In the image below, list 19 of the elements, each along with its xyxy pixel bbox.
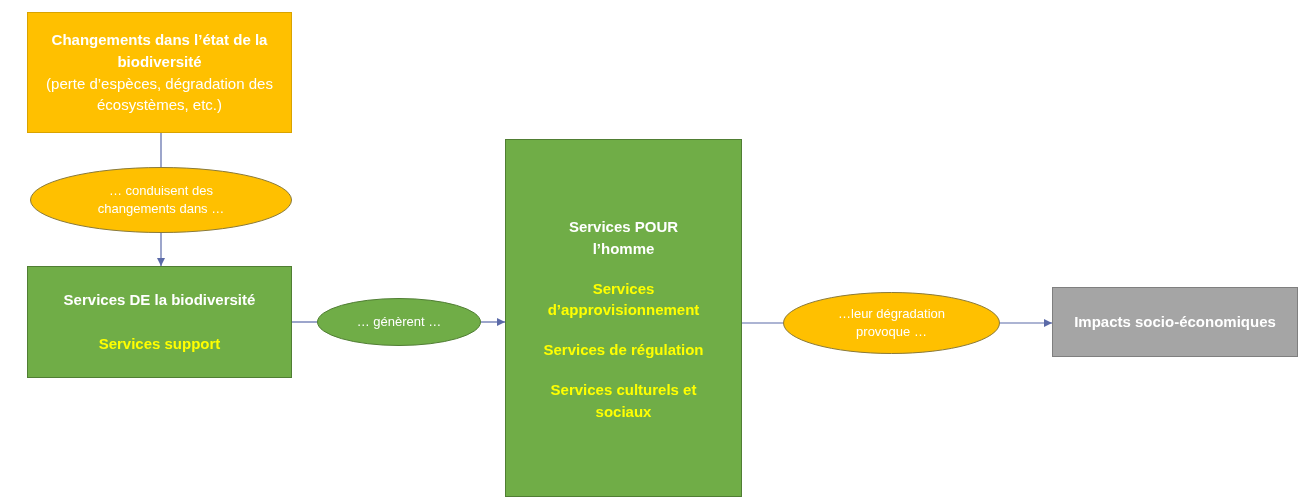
- connector-label: …leur dégradation provoque …: [837, 304, 946, 341]
- box-title: Services POUR l’homme: [567, 217, 680, 259]
- process-box: [1052, 287, 1298, 357]
- process-box: [505, 139, 742, 497]
- service-item: Services d’approvisionnement: [546, 278, 701, 321]
- box-title: Changements dans l’état de la biodiversité: [50, 30, 269, 72]
- process-box: [27, 266, 292, 378]
- arrow: [157, 232, 165, 267]
- arrow: [999, 319, 1053, 327]
- connector-label: … génèrent …: [356, 312, 442, 331]
- box-title: Services DE la biodiversité: [63, 290, 256, 311]
- box-description: (perte d’espèces, dégradation des écosystèmes, etc.): [45, 73, 274, 116]
- process-box: [27, 12, 292, 133]
- service-item: Services support: [98, 334, 221, 354]
- service-item: Services de régulation: [543, 340, 704, 360]
- connector-label: … conduisent des changements dans …: [96, 181, 226, 218]
- arrow: [480, 318, 506, 326]
- service-item: Services culturels et sociaux: [549, 379, 698, 422]
- box-title: Impacts socio-économiques: [1074, 312, 1276, 333]
